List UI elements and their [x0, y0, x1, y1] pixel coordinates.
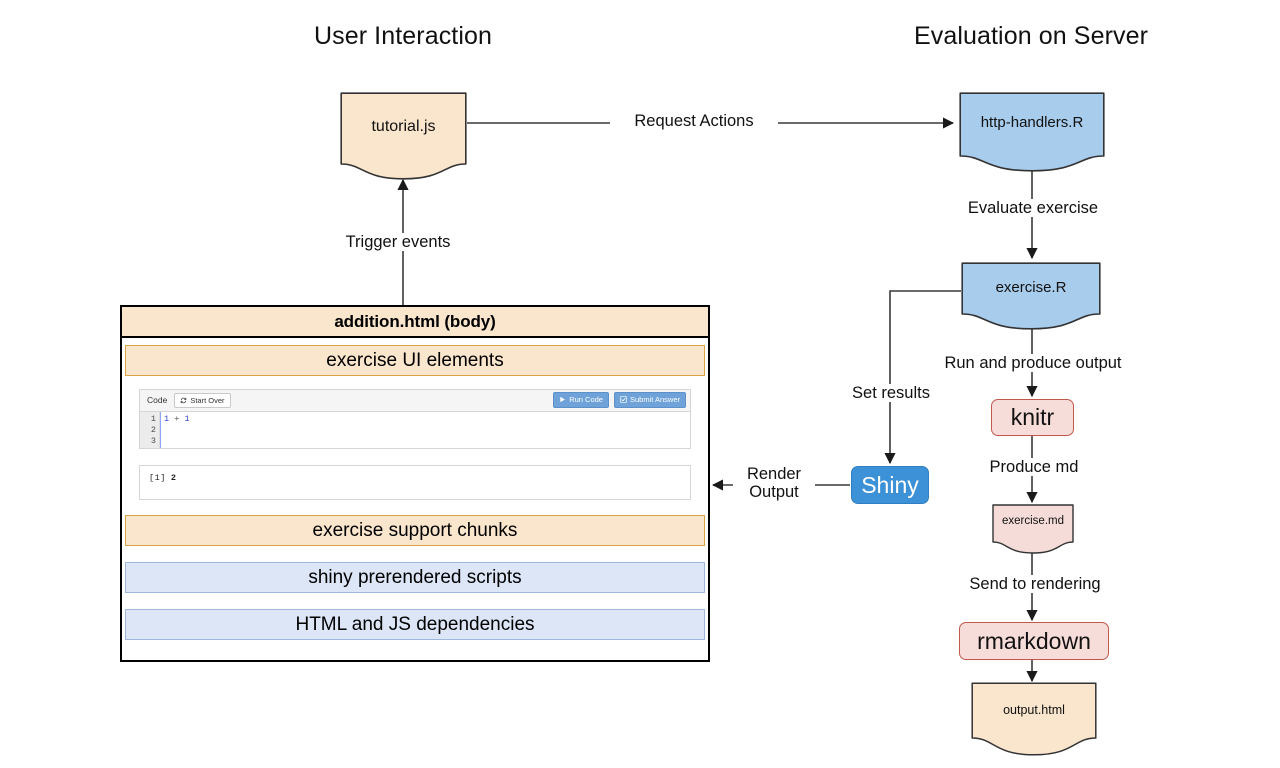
- output-value: 2: [170, 473, 176, 483]
- node-knitr[interactable]: knitr: [991, 399, 1074, 436]
- node-tutorial-js-label: tutorial.js: [371, 118, 436, 135]
- node-http-handlers-r-label: http-handlers.R: [980, 114, 1084, 131]
- edge-label-produce-md: Produce md: [962, 458, 1106, 477]
- exercise-toolbar: Code Start Over Run Code: [139, 389, 691, 411]
- band-exercise-support-chunks-label: exercise support chunks: [312, 519, 518, 541]
- line-number: 3: [150, 436, 156, 447]
- band-shiny-prerendered-scripts[interactable]: shiny prerendered scripts: [125, 562, 705, 593]
- band-shiny-prerendered-scripts-label: shiny prerendered scripts: [308, 566, 522, 588]
- node-exercise-md[interactable]: exercise.md: [992, 504, 1074, 554]
- band-html-and-js-dependencies[interactable]: HTML and JS dependencies: [125, 609, 705, 640]
- edge-label-render-output: Render Output: [733, 465, 815, 502]
- addition-html-title: addition.html (body): [334, 311, 496, 331]
- edge-label-render-output-line1: Render: [746, 465, 802, 483]
- heading-user-interaction: User Interaction: [313, 22, 493, 50]
- node-output-html-label: output.html: [1003, 703, 1065, 717]
- node-shiny-label: Shiny: [861, 471, 919, 498]
- line-number: 2: [150, 425, 156, 436]
- node-exercise-r-label: exercise.R: [995, 279, 1067, 296]
- node-exercise-md-label: exercise.md: [1002, 515, 1064, 527]
- node-shiny[interactable]: Shiny: [851, 466, 929, 504]
- band-exercise-ui-elements[interactable]: exercise UI elements: [125, 345, 705, 376]
- code-line-empty: [164, 425, 690, 436]
- start-over-button[interactable]: Start Over: [174, 392, 231, 409]
- exercise-widget[interactable]: Code Start Over Run Code: [139, 389, 691, 508]
- edge-label-evaluate-exercise: Evaluate exercise: [952, 199, 1114, 218]
- refresh-icon: [181, 397, 187, 404]
- code-token-rhs: 1: [184, 414, 190, 424]
- code-token-lhs: 1: [164, 414, 170, 424]
- addition-html-title-band: addition.html (body): [122, 307, 708, 338]
- node-knitr-label: knitr: [1010, 404, 1055, 430]
- output-index-prefix: [1]: [149, 473, 166, 483]
- edge-label-trigger-events: Trigger events: [333, 233, 463, 252]
- code-editor[interactable]: 1 2 3 1 + 1: [139, 411, 691, 449]
- run-code-button[interactable]: Run Code: [553, 392, 609, 408]
- edge-set-results: [884, 290, 961, 465]
- code-line: 1 + 1: [164, 414, 690, 425]
- node-exercise-r[interactable]: exercise.R: [961, 262, 1101, 330]
- band-html-and-js-dependencies-label: HTML and JS dependencies: [295, 613, 535, 635]
- node-rmarkdown-label: rmarkdown: [977, 627, 1091, 654]
- exercise-output-panel: [1] 2: [139, 465, 691, 500]
- code-token-operator: +: [174, 414, 180, 424]
- play-icon: [560, 397, 566, 403]
- edge-label-render-output-line2: Output: [749, 483, 799, 502]
- addition-html-container: addition.html (body) exercise UI element…: [120, 305, 710, 662]
- node-tutorial-js[interactable]: tutorial.js: [340, 92, 467, 180]
- exercise-toolbar-actions: Run Code Submit Answer: [548, 392, 686, 408]
- start-over-label: Start Over: [190, 395, 225, 405]
- submit-answer-button[interactable]: Submit Answer: [613, 392, 686, 408]
- node-output-html[interactable]: output.html: [971, 682, 1097, 756]
- band-exercise-ui-elements-label: exercise UI elements: [326, 349, 504, 371]
- submit-answer-label: Submit Answer: [629, 395, 680, 404]
- node-rmarkdown[interactable]: rmarkdown: [959, 622, 1109, 660]
- edge-label-run-and-produce-output: Run and produce output: [926, 354, 1140, 373]
- edge-label-request-actions: Request Actions: [610, 112, 778, 131]
- line-number: 1: [150, 414, 156, 424]
- code-line-empty: [164, 436, 690, 447]
- editor-code-area[interactable]: 1 + 1: [160, 412, 690, 448]
- exercise-code-label: Code: [147, 395, 168, 406]
- band-exercise-support-chunks[interactable]: exercise support chunks: [125, 515, 705, 546]
- heading-evaluation-on-server: Evaluation on Server: [913, 22, 1149, 50]
- node-http-handlers-r[interactable]: http-handlers.R: [959, 92, 1105, 172]
- edge-label-send-to-rendering: Send to rendering: [950, 575, 1120, 594]
- editor-line-numbers: 1 2 3: [140, 412, 160, 448]
- checkbox-check-icon: [620, 396, 627, 404]
- run-code-label: Run Code: [569, 395, 603, 404]
- edge-label-set-results: Set results: [830, 384, 952, 403]
